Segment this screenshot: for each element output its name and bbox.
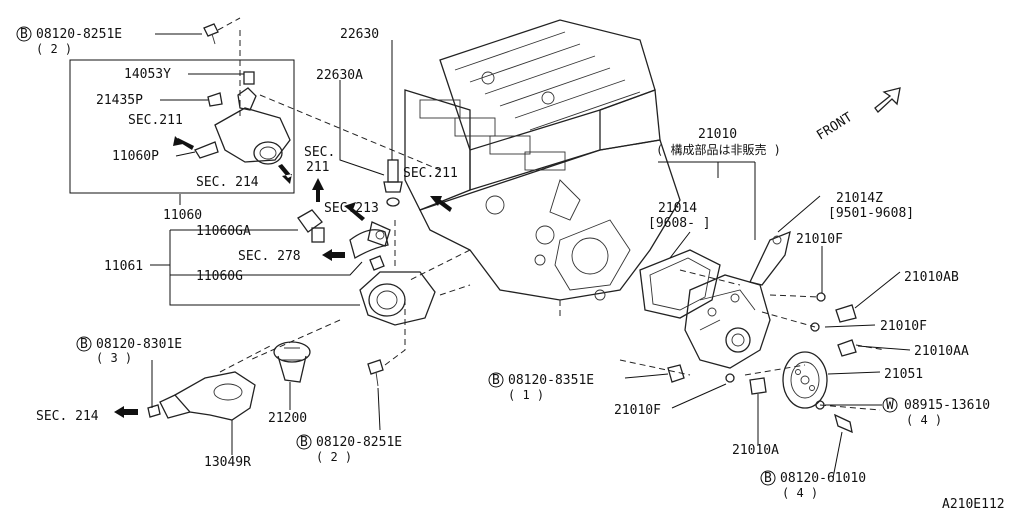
label-sec213: SEC.213: [324, 201, 379, 216]
front-label: FRONT: [814, 110, 855, 144]
sec-arrows: [114, 136, 452, 418]
label-21010: 21010: [698, 127, 737, 142]
badge-b: B: [20, 27, 28, 42]
bolt-8251-bottom-part-no: 08120-8251E: [316, 435, 402, 450]
badge-b: B: [80, 337, 88, 352]
label-11060GA: 11060GA: [196, 224, 251, 239]
bolt-8351-qty: ( 1 ): [508, 388, 544, 402]
arrow-icon: [278, 164, 292, 184]
labels: B 08120-8251E ( 2 ) 22630 22630A 14053Y …: [20, 27, 1005, 512]
label-sec214-left: SEC. 214: [36, 409, 99, 424]
label-21014: 21014: [658, 201, 697, 216]
bolt-61010-qty: ( 4 ): [782, 486, 818, 500]
label-sec211-c: SEC.211: [403, 166, 458, 181]
label-21014Z: 21014Z: [836, 191, 883, 206]
arrow-icon: [322, 249, 345, 261]
bolt-8351-part-no: 08120-8351E: [508, 373, 594, 388]
water-pump-group: [619, 230, 886, 434]
label-21014Z-date: [9501-9608]: [828, 206, 914, 221]
label-11061: 11061: [104, 259, 143, 274]
label-sec211-b2: 211: [306, 160, 329, 175]
label-21200: 21200: [268, 411, 307, 426]
bolt-8301-part-no: 08120-8301E: [96, 337, 182, 352]
label-21010F-top: 21010F: [796, 232, 843, 247]
label-21010AA: 21010AA: [914, 344, 969, 359]
bolt-61010-part-no: 08120-61010: [780, 471, 866, 486]
label-21010A: 21010A: [732, 443, 779, 458]
label-11060G: 11060G: [196, 269, 243, 284]
badge-b: B: [300, 435, 308, 450]
washer-13610-qty: ( 4 ): [906, 413, 942, 427]
label-sec214-box: SEC. 214: [196, 175, 259, 190]
water-outlet-parts: [249, 209, 471, 361]
badge-b: B: [764, 471, 772, 486]
label-sec211-b1: SEC.: [304, 145, 335, 160]
label-22630: 22630: [340, 27, 379, 42]
bolt-8251-bottom-qty: ( 2 ): [316, 450, 352, 464]
temp-sender-part: [383, 159, 403, 207]
bolt-top-qty: ( 2 ): [36, 42, 72, 56]
arrow-icon: [430, 196, 452, 212]
label-21014-date: [9608- ]: [648, 216, 711, 231]
label-13049R: 13049R: [204, 455, 251, 470]
label-11060P: 11060P: [112, 149, 159, 164]
label-14053Y: 14053Y: [124, 67, 171, 82]
arrow-icon: [312, 178, 324, 202]
bolt-bottom-part: [367, 300, 406, 387]
label-sec278: SEC. 278: [238, 249, 301, 264]
engine-block-illustration: [404, 19, 681, 320]
badge-w: W: [886, 398, 894, 413]
label-21051: 21051: [884, 367, 923, 382]
leader-lines: [150, 33, 911, 479]
label-21010F-mid: 21010F: [880, 319, 927, 334]
bolt-top-part: [203, 17, 241, 45]
badges: [16, 26, 898, 486]
label-21010AB: 21010AB: [904, 270, 959, 285]
label-sec211-a: SEC.211: [128, 113, 183, 128]
washer-13610-part-no: 08915-13610: [904, 398, 990, 413]
front-arrow-icon: [874, 87, 901, 113]
diagram-id: A210E112: [942, 497, 1005, 512]
thermostat-part: [273, 341, 311, 383]
label-22630A: 22630A: [316, 68, 363, 83]
bolt-8301-qty: ( 3 ): [96, 351, 132, 365]
label-11060: 11060: [163, 208, 202, 223]
water-inlet-part: [147, 344, 273, 421]
label-21010F-low: 21010F: [614, 403, 661, 418]
arrow-icon: [114, 406, 138, 418]
label-21010-note: ( 構成部品は非販売 ): [656, 142, 781, 157]
bolt-top-part-no: 08120-8251E: [36, 27, 122, 42]
arrow-icon: [173, 136, 194, 150]
thermostat-housing-box: [69, 30, 441, 194]
arrow-icon: [344, 202, 365, 221]
label-21435P: 21435P: [96, 93, 143, 108]
badge-b: B: [492, 373, 500, 388]
